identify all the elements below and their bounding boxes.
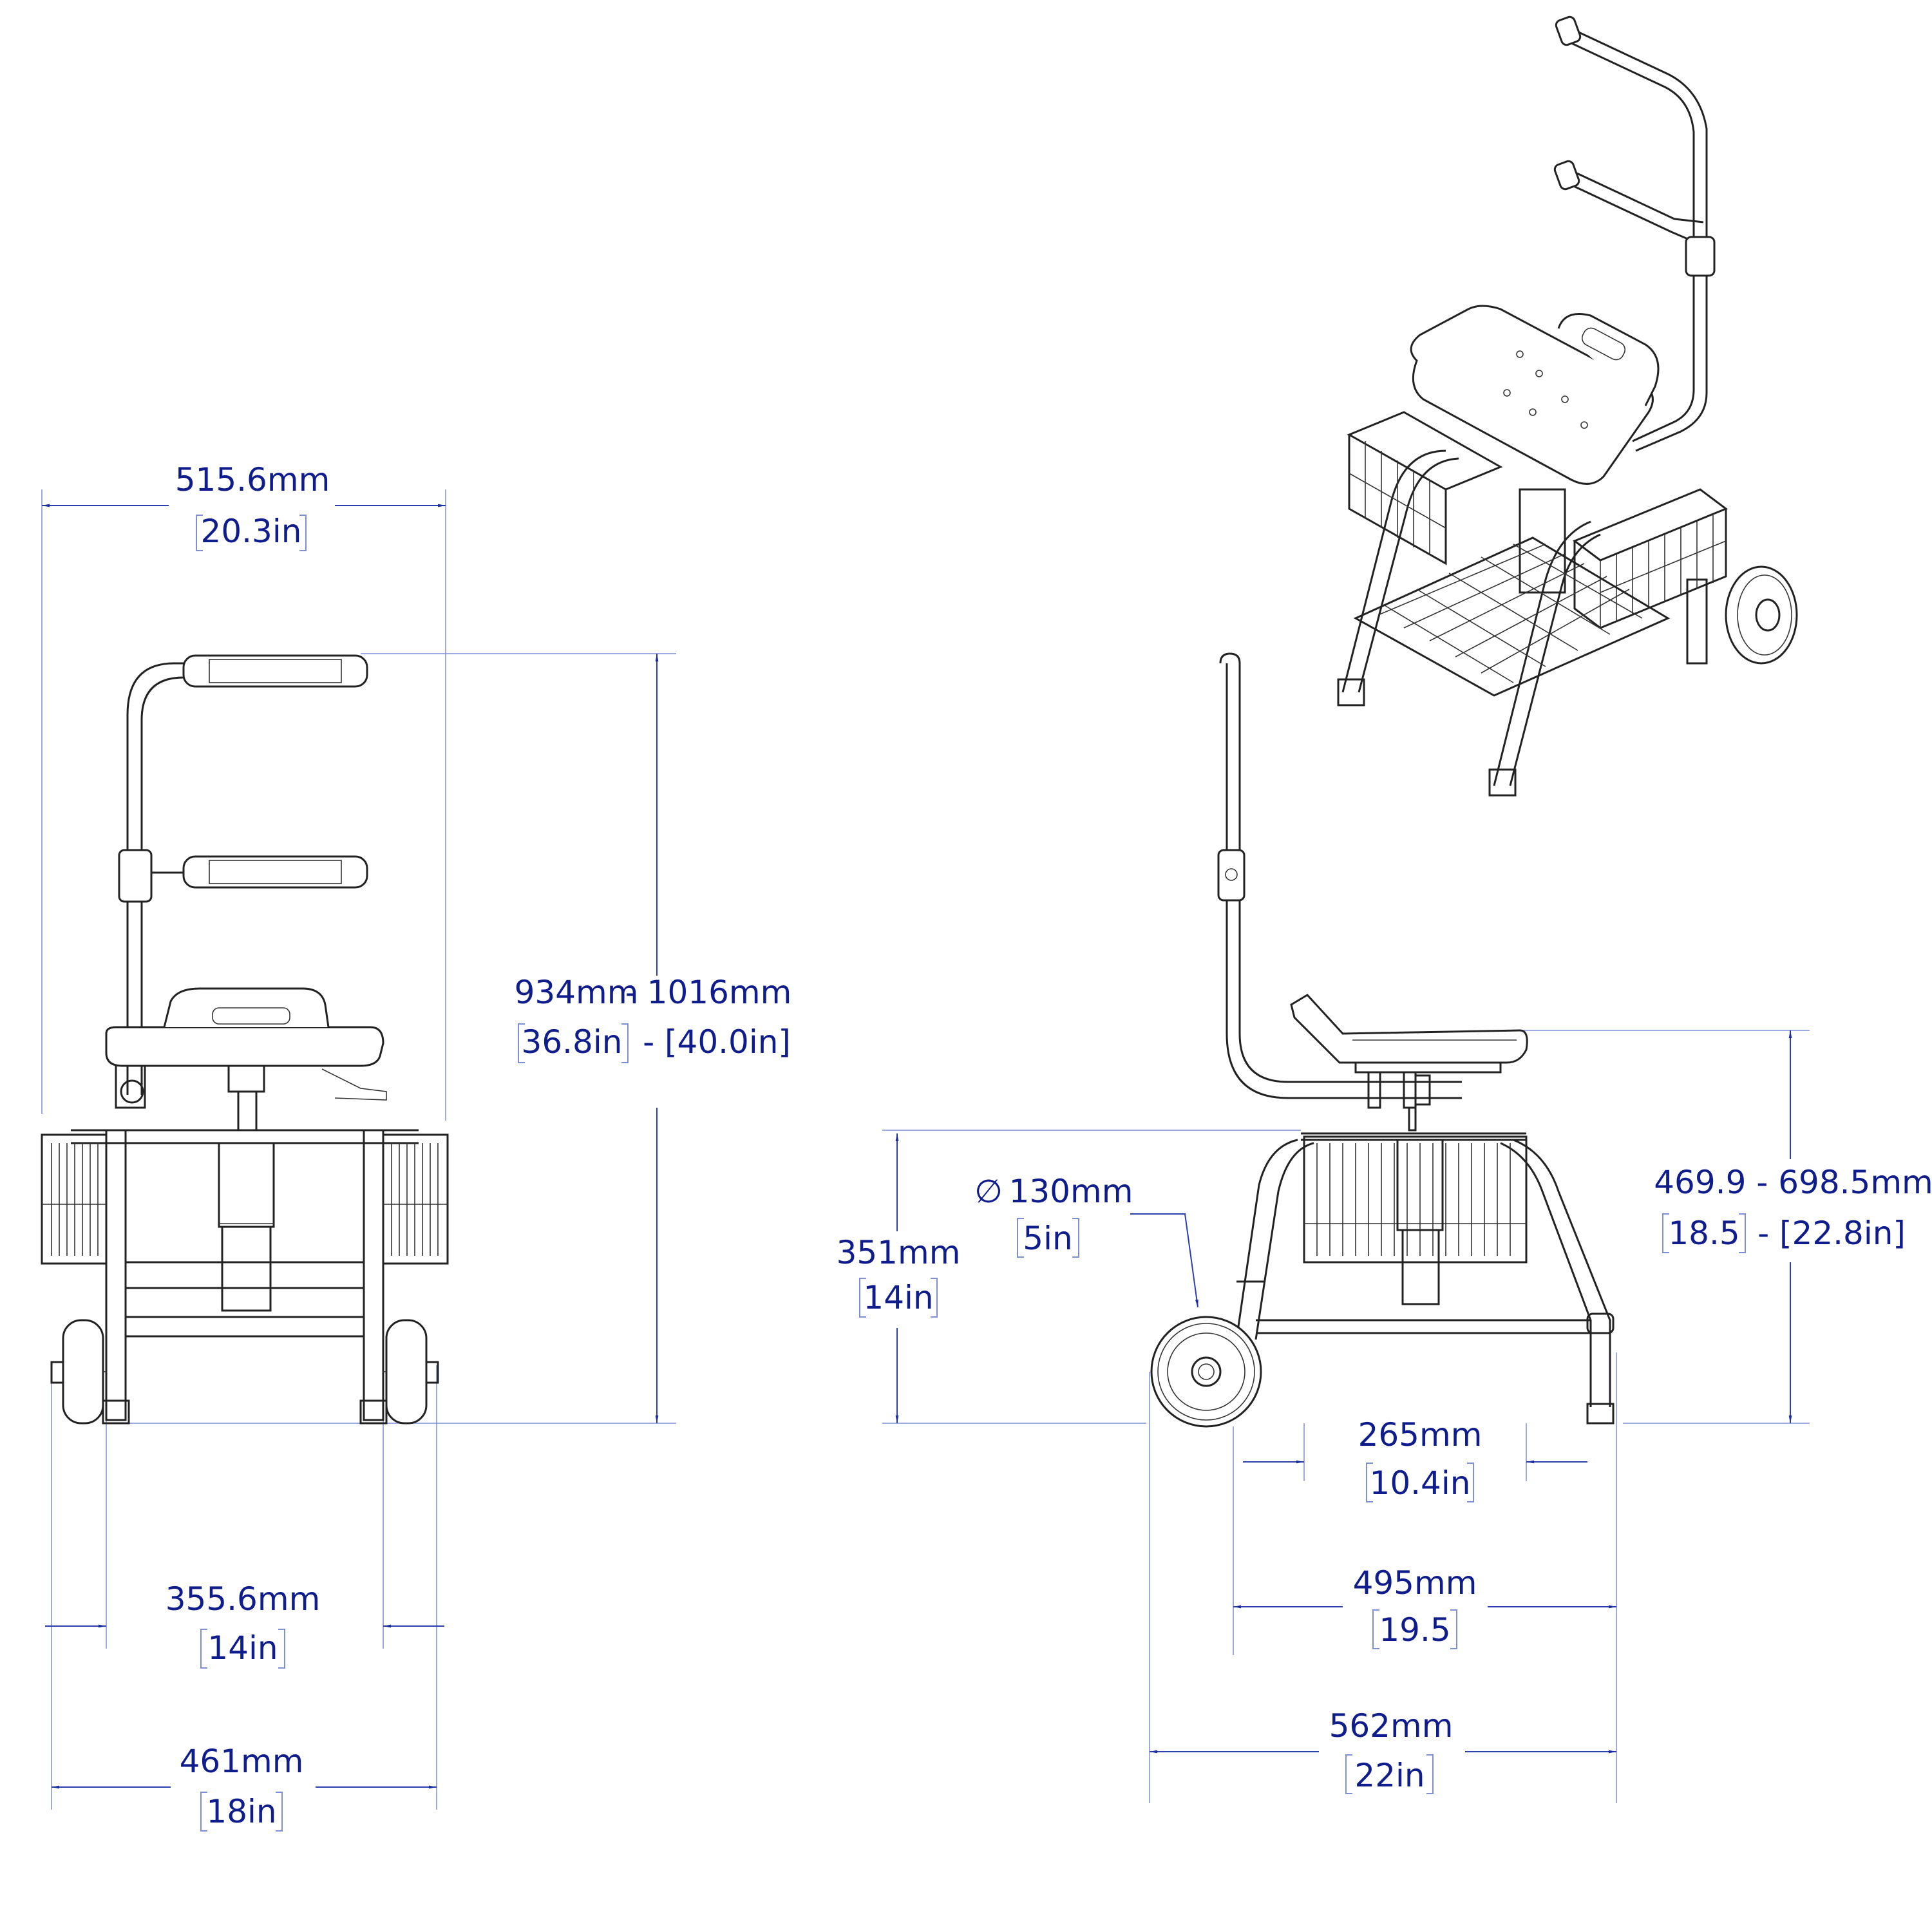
- wheel-width-mm: 461mm: [180, 1743, 304, 1780]
- wheel-diameter-mm: 130mm: [1009, 1173, 1133, 1210]
- seat-height-in-low: 18.5: [1668, 1215, 1739, 1252]
- wheel-diameter-in: 5in: [1023, 1220, 1072, 1257]
- overall-width-in: 20.3in: [201, 513, 302, 550]
- height-in-high: - [40.0in]: [643, 1023, 791, 1061]
- inner-width-in: 14in: [207, 1629, 278, 1667]
- overall-length-in: 22in: [1354, 1757, 1425, 1794]
- overall-length-mm: 562mm: [1329, 1707, 1454, 1745]
- inner-width-mm: 355.6mm: [166, 1580, 321, 1618]
- front-view: 515.6mm 20.3in 934mm - 1016mm 36.8in - […: [41, 461, 792, 1832]
- wheel-diameter-symbol: ∅: [974, 1173, 1003, 1210]
- basket-height-in: 14in: [863, 1279, 933, 1316]
- left-basket: [41, 1133, 108, 1265]
- wheelbase-mm: 495mm: [1353, 1564, 1477, 1602]
- seat-height-mm: 469.9 - 698.5mm: [1654, 1164, 1932, 1201]
- seat-offset-mm: 265mm: [1358, 1416, 1482, 1454]
- side-view: 351mm 14in ∅ 130mm 5in 469.9 - 698.5mm 1…: [837, 652, 1932, 1803]
- basket-height-mm: 351mm: [837, 1234, 961, 1271]
- height-in-low: 36.8in: [522, 1023, 623, 1061]
- seat-offset-in: 10.4in: [1370, 1464, 1471, 1502]
- wheel-width-in: 18in: [206, 1793, 276, 1830]
- iso-basket-left: [1347, 411, 1503, 565]
- seat-height-in-high: - [22.8in]: [1757, 1215, 1906, 1252]
- overall-width-mm: 515.6mm: [175, 461, 330, 498]
- side-basket: [1303, 1135, 1528, 1264]
- isometric-view: [1337, 15, 1798, 797]
- right-basket: [382, 1133, 449, 1265]
- wheelbase-in: 19.5: [1379, 1611, 1450, 1649]
- height-mm-high: - 1016mm: [625, 974, 792, 1011]
- height-mm-low: 934mm: [515, 974, 639, 1011]
